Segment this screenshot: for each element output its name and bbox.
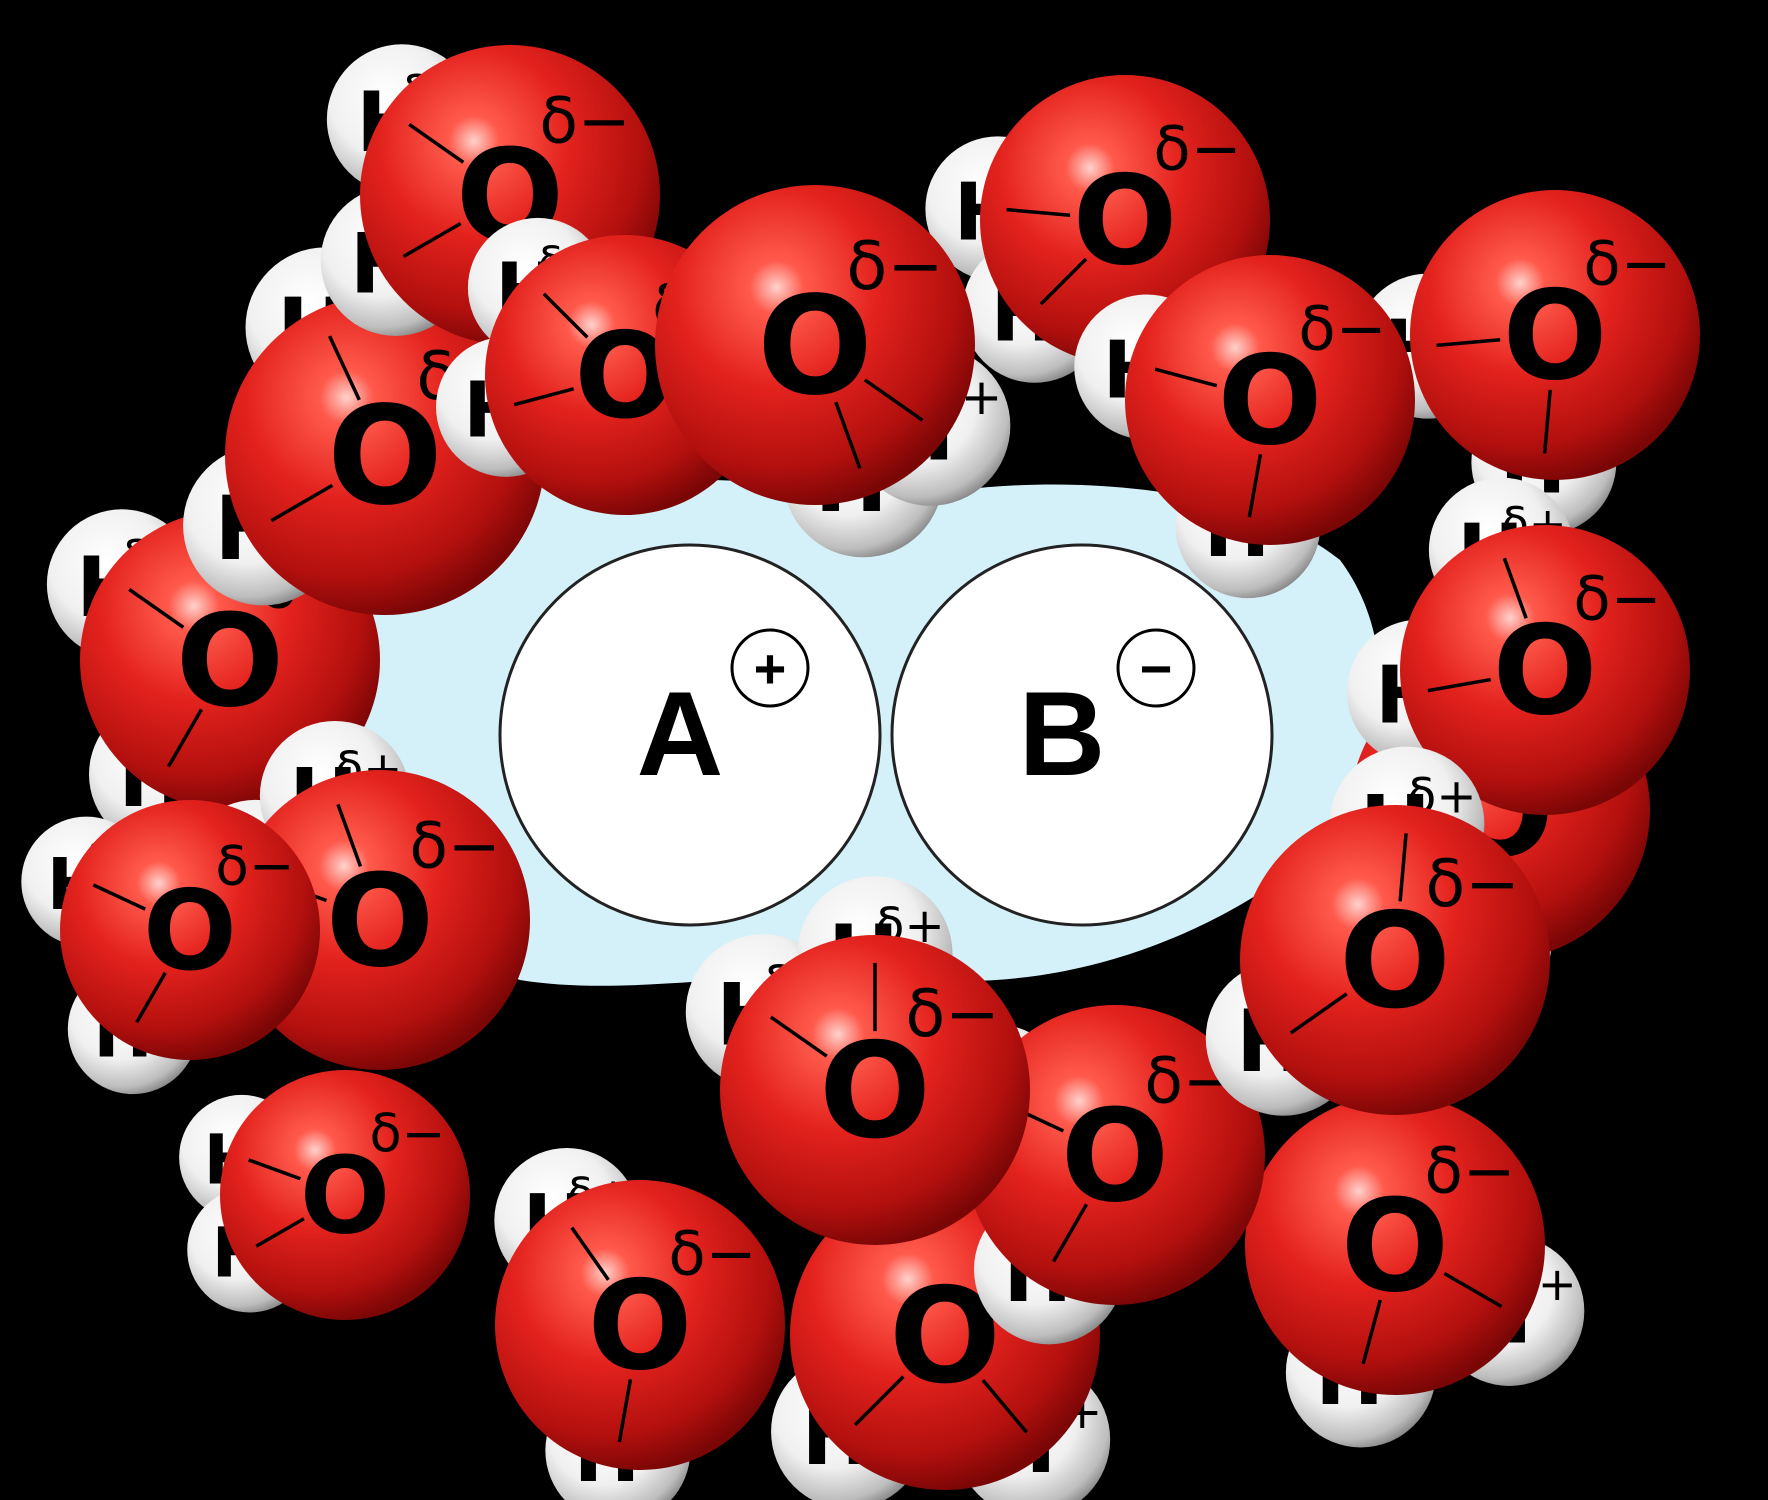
oxygen-partial-charge: δ−: [1573, 563, 1661, 634]
oxygen-partial-charge: δ−: [409, 810, 500, 883]
water-molecule: Hδ+Hδ+Oδ−: [494, 1148, 785, 1500]
ion-b: B −: [892, 545, 1272, 925]
oxygen-partial-charge: δ−: [846, 227, 943, 305]
oxygen-partial-charge: δ−: [1298, 293, 1386, 364]
oxygen-partial-charge: δ−: [905, 977, 999, 1052]
oxygen-partial-charge: δ−: [215, 834, 294, 898]
oxygen-partial-charge: δ−: [1583, 228, 1671, 299]
oxygen-partial-charge: δ−: [369, 1103, 445, 1164]
ion-a-symbol: A: [637, 667, 724, 801]
oxygen-partial-charge: δ−: [1425, 847, 1519, 922]
water-molecule: Hδ+Hδ+Oδ−: [1245, 1095, 1584, 1448]
ion-a-charge: +: [754, 637, 787, 700]
oxygen-partial-charge: δ−: [1153, 113, 1241, 184]
ion-a: A +: [500, 545, 880, 925]
water-molecule: Hδ+Hδ+Oδ−: [179, 1070, 470, 1320]
oxygen-partial-charge: δ−: [668, 1218, 756, 1289]
ion-b-charge: −: [1140, 637, 1173, 700]
ion-b-symbol: B: [1019, 667, 1106, 801]
oxygen-partial-charge: δ−: [1424, 1135, 1515, 1208]
oxygen-partial-charge: δ−: [539, 85, 630, 158]
water-molecule: Hδ+Hδ+Oδ−: [21, 800, 320, 1094]
